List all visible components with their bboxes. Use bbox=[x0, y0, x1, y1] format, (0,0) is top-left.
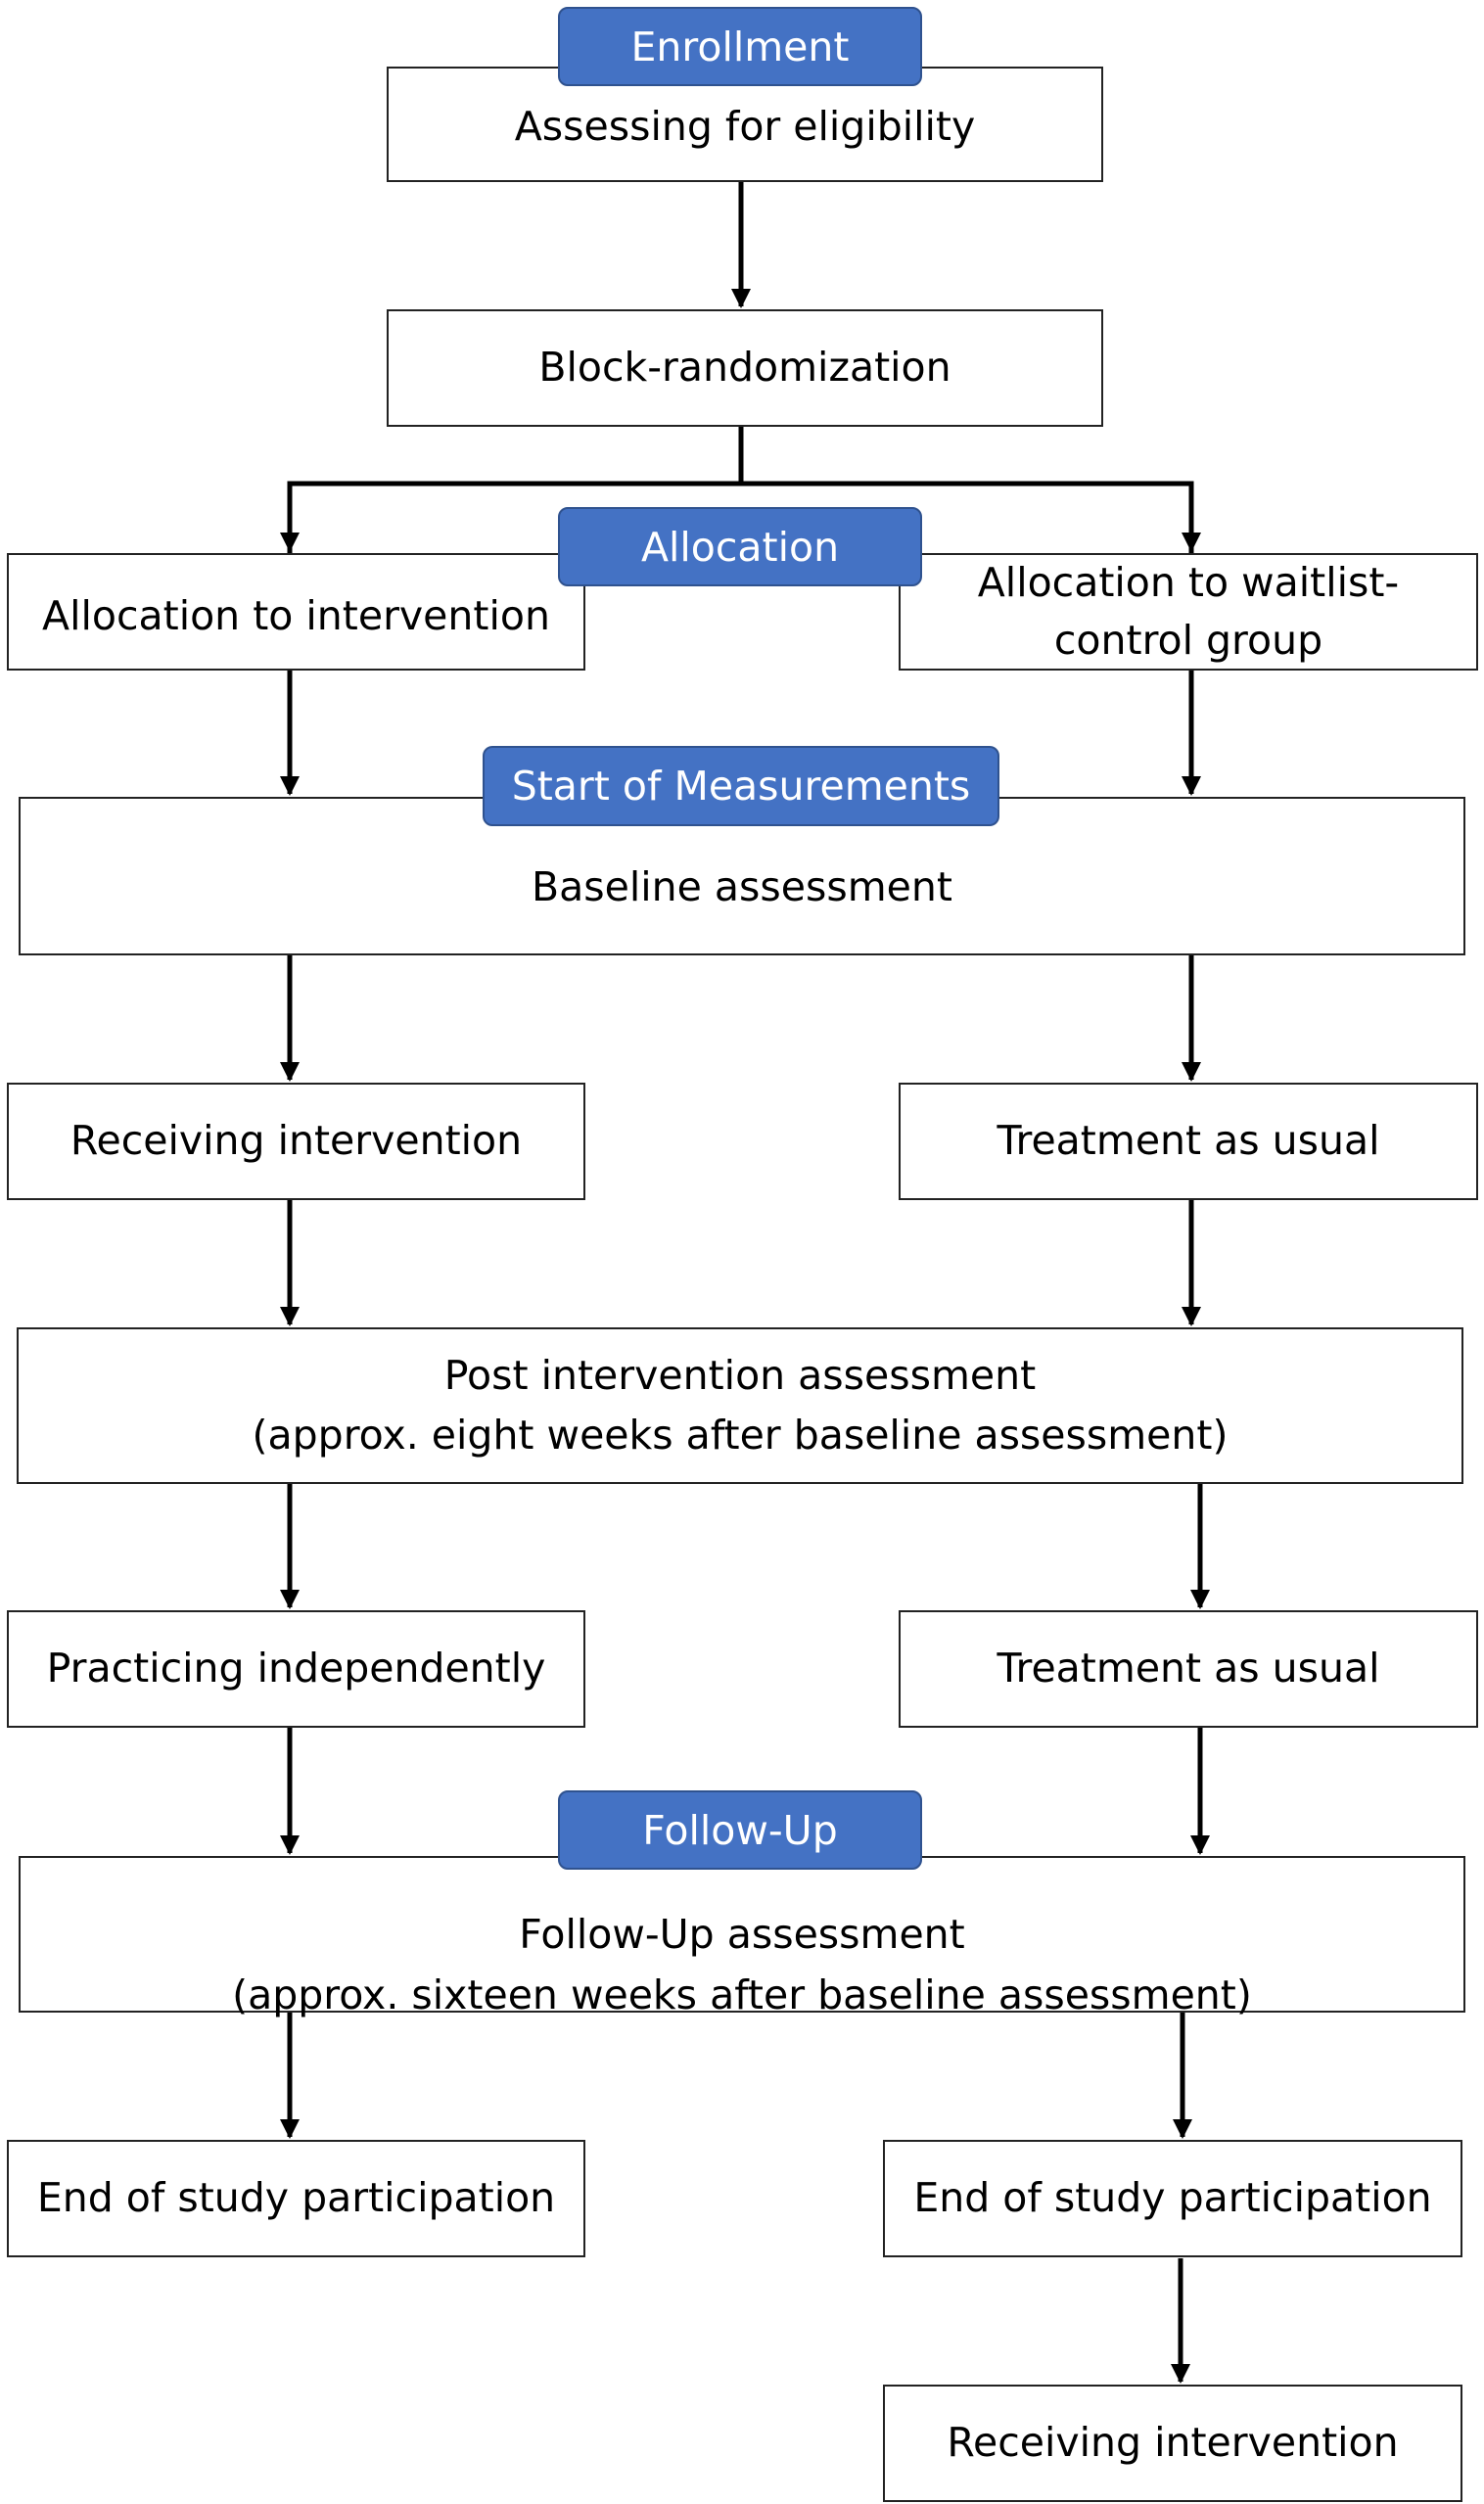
alloc-intervention-text: Allocation to intervention bbox=[42, 592, 550, 640]
tau-box-2: Treatment as usual bbox=[899, 1610, 1478, 1728]
practicing-text: Practicing independently bbox=[46, 1645, 546, 1693]
alloc-waitlist-text-2: control group bbox=[1053, 617, 1323, 664]
stage-label-enrollment: Enrollment bbox=[558, 7, 922, 86]
followup-assessment-text-1: Follow-Up assessment bbox=[519, 1911, 965, 1958]
end-right-box: End of study participation bbox=[883, 2140, 1462, 2257]
randomization-box: Block-randomization bbox=[387, 309, 1103, 427]
stage-label-follow-up: Follow-Up bbox=[558, 1790, 922, 1870]
alloc-waitlist-box: Allocation to waitlist- control group bbox=[899, 553, 1478, 671]
stage-label-start-of-measurements: Start of Measurements bbox=[483, 746, 999, 826]
eligibility-text: Assessing for eligibility bbox=[514, 103, 976, 151]
baseline-text: Baseline assessment bbox=[532, 863, 952, 910]
end-right-text: End of study participation bbox=[913, 2174, 1432, 2222]
tau-text-2: Treatment as usual bbox=[997, 1645, 1380, 1693]
end-left-box: End of study participation bbox=[7, 2140, 585, 2257]
receiving-intervention-final-text: Receiving intervention bbox=[947, 2419, 1399, 2467]
tau-box-1: Treatment as usual bbox=[899, 1083, 1478, 1200]
post-assessment-box: Post intervention assessment (approx. ei… bbox=[17, 1327, 1463, 1484]
end-left-text: End of study participation bbox=[36, 2174, 556, 2222]
followup-assessment-box: Follow-Up assessment (approx. sixteen we… bbox=[19, 1856, 1465, 2018]
receiving-intervention-box: Receiving intervention bbox=[7, 1083, 585, 1200]
receiving-intervention-text: Receiving intervention bbox=[70, 1117, 523, 1165]
practicing-box: Practicing independently bbox=[7, 1610, 585, 1728]
followup-assessment-text-2: (approx. sixteen weeks after baseline as… bbox=[232, 1971, 1252, 2018]
alloc-waitlist-text-1: Allocation to waitlist- bbox=[977, 558, 1400, 606]
tau-text-1: Treatment as usual bbox=[997, 1117, 1380, 1165]
alloc-intervention-box: Allocation to intervention bbox=[7, 553, 585, 671]
receiving-intervention-final-box: Receiving intervention bbox=[883, 2385, 1462, 2502]
post-assessment-text-1: Post intervention assessment bbox=[443, 1351, 1037, 1399]
randomization-text: Block-randomization bbox=[538, 344, 951, 392]
eligibility-box: Assessing for eligibility bbox=[387, 67, 1103, 182]
post-assessment-text-2: (approx. eight weeks after baseline asse… bbox=[252, 1412, 1229, 1459]
split-connector bbox=[287, 481, 1194, 556]
stage-label-allocation: Allocation bbox=[558, 507, 922, 586]
